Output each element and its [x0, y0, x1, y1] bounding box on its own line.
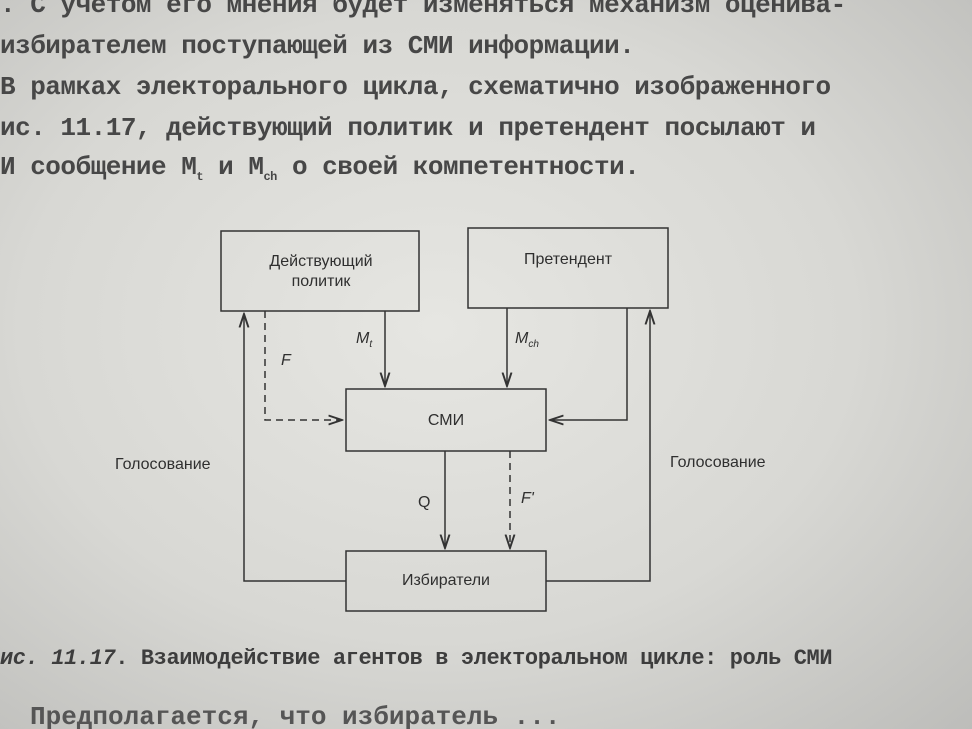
body-text-line-5: И сообщение Мt и Мch о своей компетентно…: [0, 152, 640, 185]
node-label-media: СМИ: [427, 412, 465, 429]
label-voting-right: Голосование: [670, 454, 766, 471]
edge-label-f: F: [281, 352, 291, 369]
body-text-bottom: Предполагается, что избиратель ...: [30, 702, 561, 729]
line5-part-c: о своей компетентности.: [276, 152, 640, 182]
body-text-line-3: В рамках электорального цикла, схематичн…: [0, 72, 831, 102]
arrow-voting-right: [546, 311, 650, 582]
caption-text: . Взаимодействие агентов в электоральном…: [115, 646, 833, 671]
body-text-line-4: ис. 11.17, действующий политик и претенд…: [0, 113, 816, 143]
figure-caption: ис. 11.17. Взаимодействие агентов в элек…: [0, 646, 833, 671]
line5-sub-t: t: [196, 170, 204, 185]
m-t-sub: t: [369, 339, 373, 351]
edge-label-m-t: Mt: [356, 330, 372, 350]
arrow-challenger-to-media: [550, 308, 628, 420]
edge-label-f-prime: F': [521, 490, 534, 507]
line5-part-a: И сообщение М: [0, 152, 197, 182]
body-text-line-2: избирателем поступающей из СМИ информаци…: [0, 31, 635, 61]
node-label-challenger: Претендент: [523, 251, 613, 268]
edge-label-q: Q: [418, 494, 431, 511]
edge-label-m-ch: Mch: [515, 330, 539, 350]
line5-sub-ch: ch: [263, 170, 277, 185]
m-ch-main: M: [515, 330, 529, 347]
body-text-line-1: . С учетом его мнения будет изменяться м…: [0, 0, 846, 20]
arrow-f-dashed: [264, 311, 342, 420]
m-t-main: M: [356, 330, 370, 347]
m-ch-sub: ch: [528, 339, 539, 351]
box-media: [345, 388, 547, 452]
arrow-voting-left: [244, 314, 346, 582]
box-incumbent: [220, 230, 420, 312]
node-label-incumbent: Действующий политик: [269, 253, 373, 290]
box-challenger: [467, 227, 669, 309]
label-voting-left: Голосование: [115, 456, 211, 473]
node-label-voters: Избиратели: [402, 572, 490, 589]
caption-label: ис. 11.17: [0, 646, 116, 671]
line5-part-b: и М: [203, 152, 264, 182]
